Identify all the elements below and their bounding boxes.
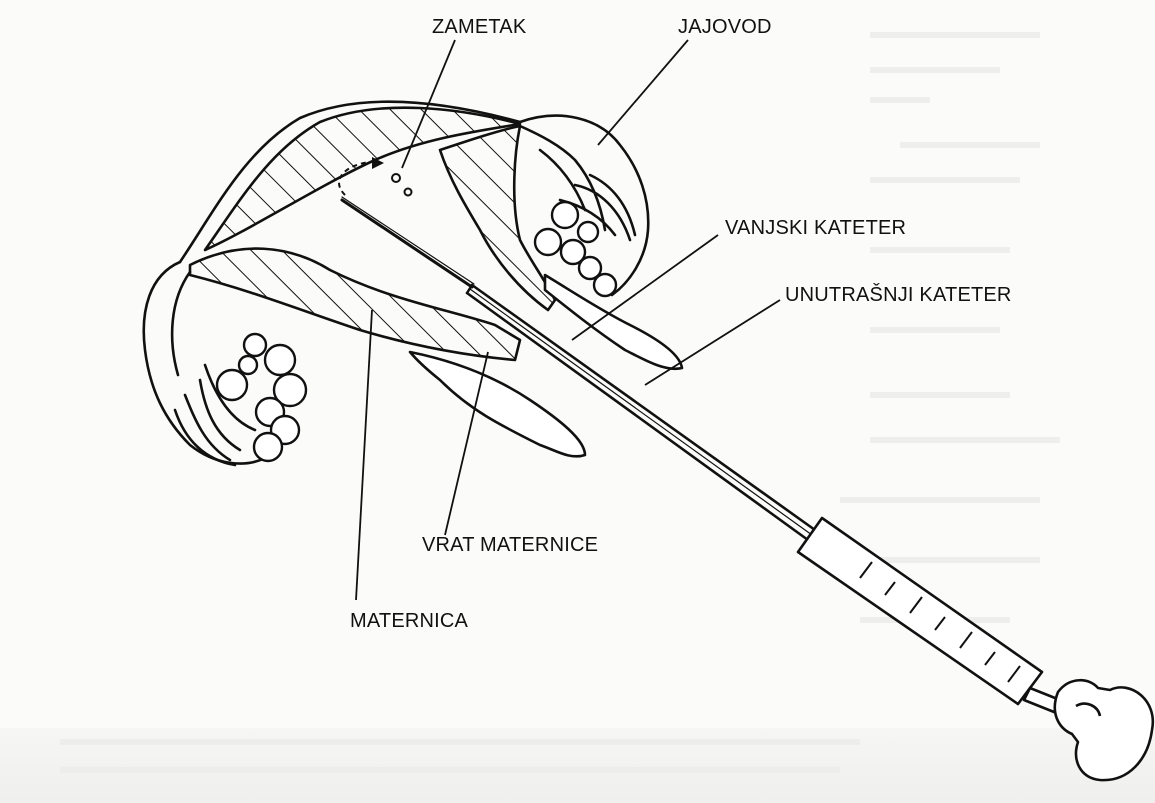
label-vanjski-kateter: VANJSKI KATETER bbox=[725, 217, 906, 240]
leader-unutarnji-kateter bbox=[645, 300, 780, 385]
embryo-cell-2 bbox=[405, 189, 412, 196]
leader-jajovod bbox=[598, 40, 688, 145]
label-zametak: ZAMETAK bbox=[432, 16, 526, 39]
label-unutarnji-kateter: UNUTRAŠNJI KATETER bbox=[785, 284, 1012, 307]
bleed-through-lines bbox=[60, 35, 1060, 770]
uterus-fundus-wall bbox=[440, 126, 555, 310]
syringe-barrel bbox=[798, 518, 1042, 704]
inner-catheter bbox=[342, 197, 474, 287]
uterus-lower-wall bbox=[190, 249, 520, 360]
label-jajovod: JAJOVOD bbox=[678, 16, 772, 39]
label-vrat-maternice: VRAT MATERNICE bbox=[422, 534, 598, 557]
syringe-plunger-head bbox=[1055, 680, 1153, 780]
leader-maternica bbox=[356, 310, 372, 600]
label-maternica: MATERNICA bbox=[350, 610, 468, 633]
cervix-lower-lip bbox=[410, 352, 585, 456]
uterus bbox=[180, 102, 555, 360]
embryo-cell-1 bbox=[392, 174, 400, 182]
